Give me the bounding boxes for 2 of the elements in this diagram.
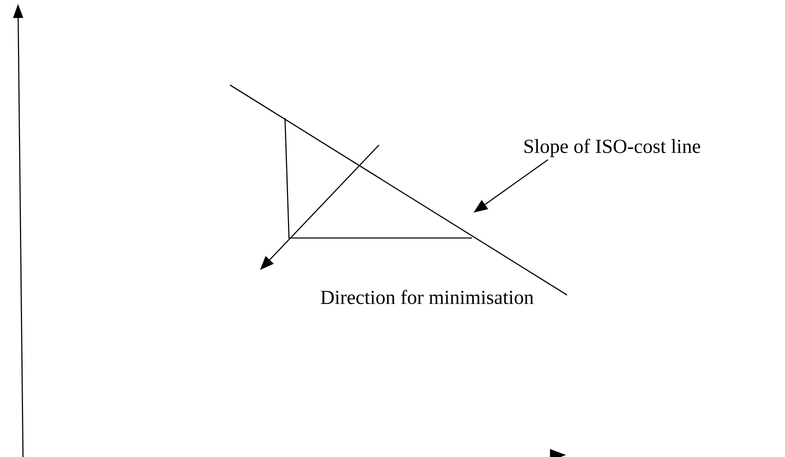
caption-text: Direction for minimisation (320, 290, 534, 304)
annotation-text: Slope of ISO-cost line (524, 138, 700, 158)
